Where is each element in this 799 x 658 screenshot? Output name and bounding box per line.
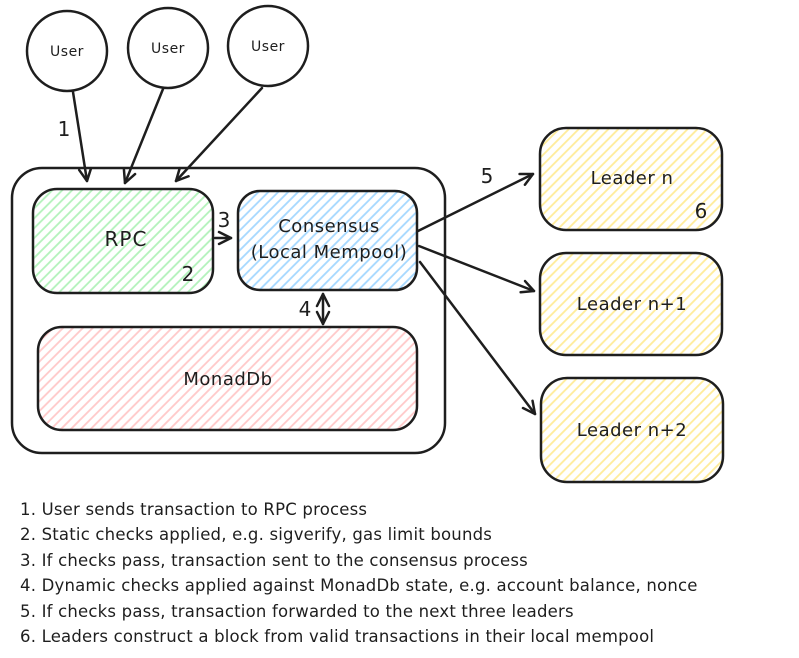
step-label-5: 5 xyxy=(481,164,494,188)
user-node-1: User xyxy=(25,9,109,93)
user-node-3: User xyxy=(226,4,310,88)
arrow-user2-to-rpc xyxy=(122,87,165,185)
leader-n1-node: Leader n+1 xyxy=(538,251,724,357)
arrow-consensus-to-leader-n2 xyxy=(418,260,537,416)
consensus-node: Consensus (Local Mempool) xyxy=(236,189,419,292)
leader-n-box xyxy=(538,126,724,232)
monaddb-node: MonadDb xyxy=(36,325,419,432)
user-circle xyxy=(226,4,310,88)
footnote-item-3: 3. If checks pass, transaction sent to t… xyxy=(20,550,528,570)
step-label-3: 3 xyxy=(218,208,231,232)
arrow-consensus-to-leader-n xyxy=(416,172,535,233)
arrow-user3-to-rpc xyxy=(174,86,264,183)
monaddb-box xyxy=(36,325,419,432)
leader-n2-box xyxy=(539,376,725,484)
leader-n1-box xyxy=(538,251,724,357)
user-node-label: User xyxy=(251,39,285,55)
footnote-item-5: 5. If checks pass, transaction forwarded… xyxy=(20,601,574,621)
monaddb-label: MonadDb xyxy=(183,369,272,390)
rpc-box xyxy=(31,187,215,295)
consensus-box xyxy=(236,189,419,292)
step-label-4: 4 xyxy=(299,297,312,321)
arrow-user1-to-rpc xyxy=(71,90,93,183)
user-node-label: User xyxy=(50,44,84,60)
step-label-6: 6 xyxy=(695,199,708,223)
user-circle xyxy=(126,6,210,90)
rpc-node: RPC xyxy=(31,187,215,295)
footnote-item-4: 4. Dynamic checks applied against MonadD… xyxy=(20,576,698,596)
user-circle xyxy=(25,9,109,93)
consensus-label-line1: Consensus xyxy=(278,216,380,237)
step-label-1: 1 xyxy=(58,117,71,141)
leader-n1-label: Leader n+1 xyxy=(577,294,687,315)
user-node-label: User xyxy=(151,41,185,57)
leader-n-node: Leader n xyxy=(538,126,724,232)
footnote-item-1: 1. User sends transaction to RPC process xyxy=(20,500,368,519)
rpc-label: RPC xyxy=(105,227,148,251)
footnote-list: 1. User sends transaction to RPC process… xyxy=(20,497,790,649)
user-node-2: User xyxy=(126,6,210,90)
arrow-consensus-to-leader-n1 xyxy=(417,244,536,294)
step-label-2: 2 xyxy=(182,262,195,286)
leader-n-label: Leader n xyxy=(591,168,674,189)
leader-n2-label: Leader n+2 xyxy=(577,420,687,441)
consensus-label-line2: (Local Mempool) xyxy=(251,242,408,263)
leader-n2-node: Leader n+2 xyxy=(539,376,725,484)
footnote-item-2: 2. Static checks applied, e.g. sigverify… xyxy=(20,525,493,545)
footnote-item-6: 6. Leaders construct a block from valid … xyxy=(20,627,655,647)
